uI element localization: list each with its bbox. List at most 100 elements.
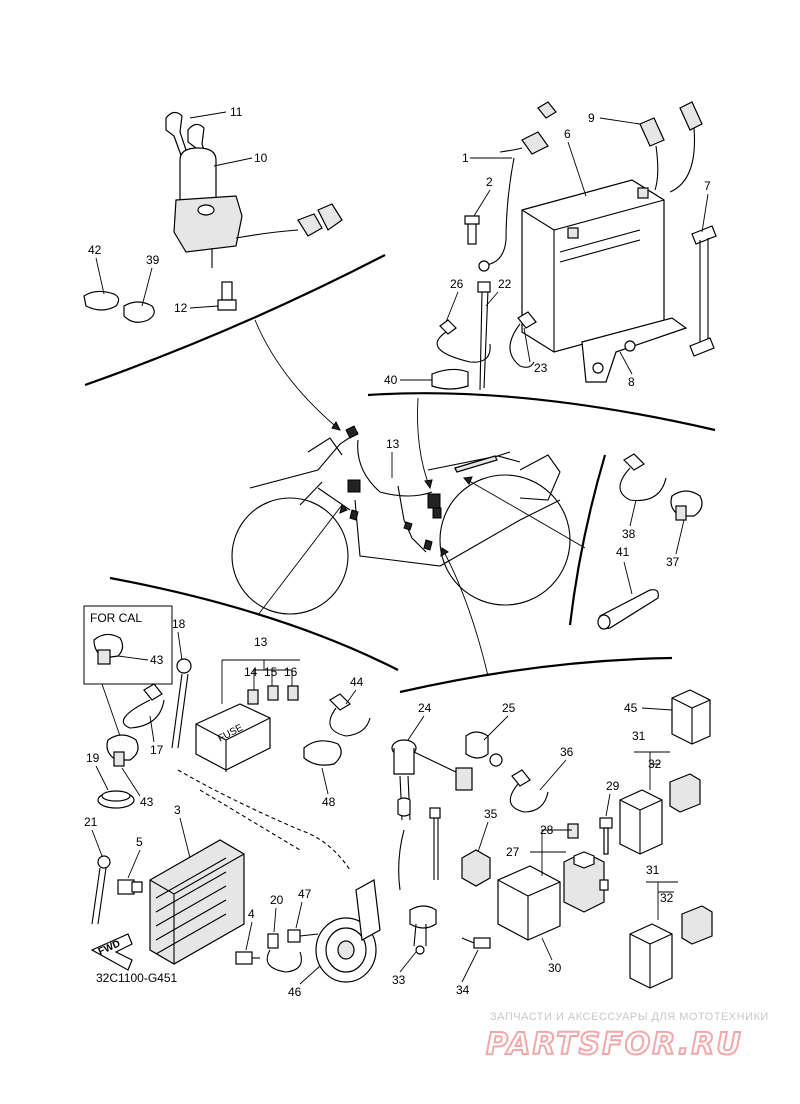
arrow-ignition-to-bike (254, 319, 341, 431)
callout-44: 44 (350, 675, 364, 689)
part-cable-tie-21 (91, 855, 111, 925)
part-clamp-42 (83, 290, 120, 311)
callout-48: 48 (322, 795, 336, 809)
callout-45: 45 (624, 701, 638, 715)
callout-21: 21 (84, 815, 98, 829)
part-bolt-5 (117, 879, 143, 895)
part-starter-relay-27 (563, 851, 609, 913)
part-horn-46 (315, 879, 381, 983)
callout-31a: 31 (632, 729, 646, 743)
part-cable-tie-36 (509, 769, 549, 813)
part-clamp-48 (303, 740, 342, 766)
callout-3: 3 (174, 803, 181, 817)
divider-top-right (367, 392, 716, 432)
diagram-code: 32C1100-G451 (96, 971, 177, 985)
watermark-tagline: ЗАПЧАСТИ И АКСЕССУАРЫ ДЛЯ МОТОТЕХНИКИ (490, 1011, 769, 1023)
part-rectifier-regulator-3 (149, 839, 245, 965)
part-cable-tie-17 (122, 683, 165, 729)
callout-13-fuses: 13 (254, 635, 268, 649)
part-bolt-4 (235, 951, 260, 965)
part-fuse-28 (567, 823, 579, 839)
part-cable-tie-18 (171, 658, 192, 749)
callout-46: 46 (288, 985, 302, 999)
callout-5: 5 (136, 835, 143, 849)
callout-13-harness: 13 (386, 437, 400, 451)
part-clamp-44 (329, 693, 371, 737)
callout-30: 30 (548, 961, 562, 975)
part-clamp-39 (123, 301, 155, 323)
watermark-brand: PARTSFOR.RU (486, 1027, 743, 1062)
divider-bottom-right (399, 656, 673, 694)
part-bolt-12 (217, 281, 237, 311)
part-positive-cable-9 (639, 101, 703, 193)
part-sensor-24 (391, 739, 473, 891)
part-strap-7 (689, 225, 717, 357)
callout-19: 19 (86, 751, 100, 765)
part-fuse-box: FUSE (195, 703, 271, 772)
callout-43: 43 (140, 795, 154, 809)
callout-35: 35 (484, 807, 498, 821)
callout-32a: 32 (648, 757, 662, 771)
callout-47: 47 (298, 887, 312, 901)
part-connector-33 (409, 807, 441, 955)
callout-32b: 32 (660, 891, 674, 905)
callout-28: 28 (540, 823, 554, 837)
part-negative-cable-1 (478, 101, 557, 272)
callout-16: 16 (284, 665, 298, 679)
callout-36: 36 (560, 745, 574, 759)
part-wiring-harness-sketch (177, 769, 351, 871)
callout-2: 2 (486, 175, 493, 189)
callout-7: 7 (704, 179, 711, 193)
part-battery-box-8 (581, 317, 688, 383)
part-clamp-43-cal (93, 633, 124, 665)
callout-17: 17 (150, 743, 164, 757)
callout-24: 24 (418, 701, 432, 715)
part-battery (521, 179, 665, 353)
callout-4: 4 (248, 907, 255, 921)
callout-38: 38 (622, 527, 636, 541)
part-tube-41 (597, 589, 659, 630)
part-relay-45 (671, 689, 711, 745)
callout-23: 23 (534, 361, 548, 375)
divider-top-left (84, 254, 386, 387)
part-bolt-34 (461, 937, 491, 949)
part-clamp-40 (431, 368, 469, 390)
part-bolt-20 (266, 933, 302, 973)
arrow-battery-to-bike (417, 397, 431, 489)
callout-9: 9 (588, 111, 595, 125)
arrow-right-to-bike (463, 477, 586, 549)
callout-22: 22 (498, 277, 512, 291)
part-cable-tie-22 (477, 281, 491, 391)
part-connector-32b (681, 905, 713, 945)
callout-6: 6 (564, 127, 571, 141)
callout-40: 40 (384, 373, 398, 387)
callout-8: 8 (628, 375, 635, 389)
callout-25: 25 (502, 701, 516, 715)
part-bolt-47 (287, 929, 319, 943)
part-ignition-switch (173, 147, 343, 268)
callout-34: 34 (456, 983, 470, 997)
part-connector-32a (669, 773, 701, 813)
motorcycle-silhouette (231, 425, 571, 615)
part-cable-tie-26 (436, 319, 491, 363)
callout-14: 14 (244, 665, 258, 679)
callouts: 11 10 42 39 12 1 6 9 7 2 26 22 23 8 40 1… (84, 105, 711, 999)
callout-41: 41 (616, 545, 630, 559)
divider-bottom-left (109, 576, 399, 671)
part-flasher-30 (497, 865, 561, 941)
part-relay-25 (465, 731, 503, 767)
arrow-relays-to-bike (441, 547, 489, 677)
fwd-arrow: FWD (90, 933, 133, 971)
callout-37: 37 (666, 555, 680, 569)
callout-11: 11 (230, 105, 243, 119)
part-cable-tie-38 (619, 453, 667, 502)
callout-12: 12 (174, 301, 188, 315)
callout-39: 39 (146, 253, 160, 267)
part-bolt-29 (599, 817, 613, 855)
part-bolt-2 (464, 215, 480, 245)
callout-20: 20 (270, 893, 284, 907)
part-relay-31a (619, 789, 663, 855)
part-fuses (247, 685, 299, 705)
